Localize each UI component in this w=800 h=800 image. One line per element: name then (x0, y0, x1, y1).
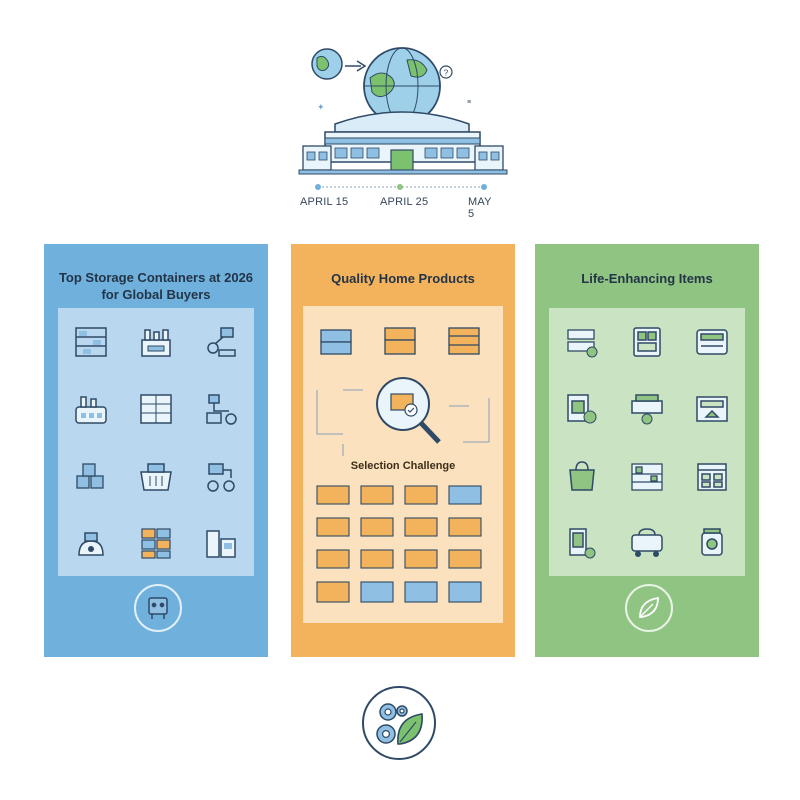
pantry-icon (631, 462, 663, 491)
home-products-panel: Quality Home Products (291, 244, 515, 657)
tablet-icon (633, 326, 661, 357)
leaf-badge (625, 584, 673, 632)
life-items-panel: Life-Enhancing Items (535, 244, 759, 657)
container-grid (316, 485, 482, 603)
panel-title: Top Storage Containers at 2026 for Globa… (58, 270, 254, 302)
small-globe-icon (311, 48, 343, 80)
storage-containers-panel: Top Storage Containers at 2026 for Globa… (44, 244, 268, 657)
lunchbox-icon (631, 393, 663, 424)
panel-title: Life-Enhancing Items (581, 271, 713, 286)
timeline: APRIL 15 APRIL 25 MAY 5 (300, 180, 500, 220)
robot-arm-icon (207, 326, 237, 357)
robot-icon (148, 597, 168, 619)
factory-icon (74, 395, 107, 424)
panel-title: Quality Home Products (331, 271, 475, 286)
magnifier-icon (376, 377, 441, 444)
selection-illustration (316, 327, 490, 456)
calendar-icon (697, 462, 728, 491)
icon-grid-card (58, 308, 254, 576)
selection-label: Selection Challenge (350, 460, 456, 472)
conveyor-icon (206, 393, 238, 425)
device-icon (696, 395, 729, 422)
box-stack-icon (76, 462, 104, 489)
rack-icon (140, 393, 172, 424)
convention-center-icon (298, 111, 508, 175)
forklift-icon (77, 531, 104, 556)
arrow-icon (345, 60, 367, 72)
question-icon: ? (439, 65, 453, 79)
pouch-icon (566, 393, 597, 423)
factory-icon (141, 328, 171, 357)
svg-text:≡: ≡ (467, 99, 471, 106)
machine-icon (206, 529, 237, 558)
jar-icon (701, 527, 724, 556)
appliance-icon (696, 328, 729, 355)
robot-arm-icon (207, 462, 236, 492)
convention-center-illustration: ? ✦ ≡ (298, 47, 508, 175)
timeline-date: APRIL 15 (300, 196, 349, 208)
shelf-icon (74, 326, 107, 357)
svg-text:✦: ✦ (317, 102, 325, 112)
food-container-icon (567, 328, 598, 357)
bag-icon (568, 460, 595, 491)
leaf-icon (639, 596, 659, 618)
robot-badge (134, 584, 182, 632)
basket-icon (140, 462, 172, 491)
phone-icon (568, 527, 596, 558)
selection-card: Selection Challenge (303, 306, 503, 623)
timeline-date: APRIL 25 (380, 196, 429, 208)
timeline-line (315, 184, 487, 190)
crate-icon (448, 327, 480, 355)
gears-leaf-icon (362, 686, 436, 760)
cooler-icon (631, 527, 663, 557)
pallet-icon (141, 527, 171, 559)
timeline-date: MAY 5 (468, 196, 492, 220)
stacked-box-icon (384, 327, 416, 355)
stacked-box-icon (320, 329, 352, 355)
svg-text:?: ? (444, 69, 449, 78)
icon-grid-card (549, 308, 745, 576)
